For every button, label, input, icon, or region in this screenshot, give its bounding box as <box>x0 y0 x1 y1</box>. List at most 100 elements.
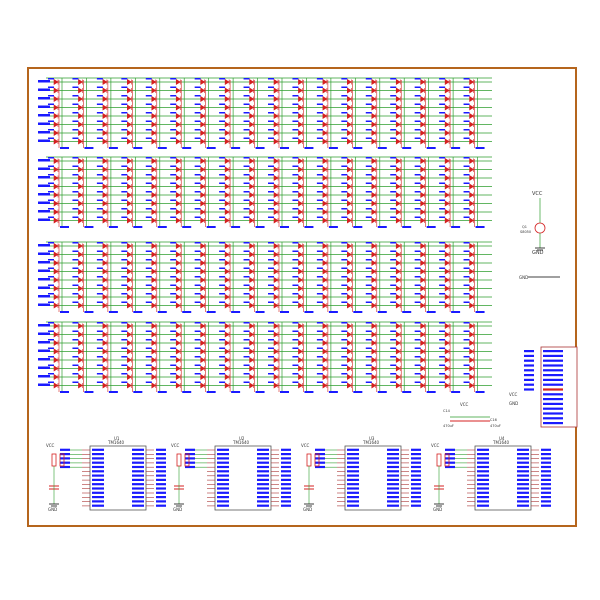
pin-label <box>347 491 359 494</box>
column-net-label <box>206 311 216 313</box>
pin-label <box>132 478 144 481</box>
led-ref-label <box>390 129 397 131</box>
led-ref-label <box>48 276 54 278</box>
led-ref-label <box>96 242 103 244</box>
led-icon <box>322 348 328 355</box>
led-icon <box>53 129 59 137</box>
led-ref-label <box>170 137 177 139</box>
led-ref-label <box>365 356 372 358</box>
led-icon <box>298 276 304 284</box>
led-icon <box>444 251 450 258</box>
row-net-label <box>38 375 50 378</box>
pin-label <box>217 461 229 464</box>
column-net-label <box>426 311 436 313</box>
led-ref-label <box>414 112 421 114</box>
pin-label <box>257 457 269 460</box>
led-icon <box>347 373 352 381</box>
row-net-label <box>38 295 50 298</box>
led-icon <box>151 191 157 199</box>
column-net-label <box>108 147 118 149</box>
led-ref-label <box>365 174 372 176</box>
led-icon <box>469 365 475 372</box>
led-icon <box>298 191 304 199</box>
led-ref-label <box>439 120 446 122</box>
led-ref-label <box>365 347 372 349</box>
row-net-label <box>38 122 50 125</box>
led-ref-label <box>365 191 372 193</box>
led-icon <box>175 121 181 128</box>
led-ref-label <box>48 182 54 184</box>
led-icon <box>395 322 401 330</box>
led-ref-label <box>121 129 128 131</box>
led-icon <box>444 191 450 199</box>
pin-label <box>217 487 229 490</box>
led-ref-label <box>414 78 421 80</box>
led-icon <box>249 78 255 86</box>
led-ref-label <box>48 174 54 176</box>
led-icon <box>200 166 206 173</box>
led-ref-label <box>463 267 470 269</box>
led-ref-label <box>194 242 201 244</box>
pin-label <box>132 496 144 499</box>
led-ref-label <box>268 284 274 286</box>
led-icon <box>420 251 426 258</box>
led-ref-label <box>194 112 201 114</box>
led-icon <box>151 322 157 330</box>
led-ref-label <box>243 347 250 349</box>
pin-label <box>257 465 269 469</box>
led-ref-label <box>145 330 152 332</box>
led-icon <box>102 356 108 364</box>
led-ref-label <box>121 242 128 244</box>
led-ref-label <box>194 381 201 383</box>
gnd-label: GND <box>173 507 182 512</box>
led-icon <box>224 138 230 145</box>
led-ref-label <box>268 364 274 366</box>
led-icon <box>249 251 255 258</box>
led-icon <box>151 302 157 309</box>
pin-label <box>347 457 359 460</box>
net-label <box>281 504 291 507</box>
led-icon <box>200 112 206 120</box>
led-ref-label <box>219 95 226 97</box>
net-label <box>445 461 455 464</box>
led-icon <box>322 339 328 347</box>
led-icon <box>102 87 108 94</box>
led-ref-label <box>145 250 152 252</box>
led-ref-label <box>292 78 299 80</box>
led-ref-label <box>72 267 79 269</box>
led-ref-label <box>463 208 470 210</box>
led-icon <box>298 166 304 173</box>
led-icon <box>53 78 59 86</box>
pin-label <box>517 457 529 460</box>
pin-label <box>347 478 359 481</box>
led-ref-label <box>243 267 250 269</box>
led-ref-label <box>390 199 397 201</box>
led-icon <box>347 302 352 309</box>
led-ref-label <box>341 129 348 131</box>
led-ref-label <box>316 347 323 349</box>
led-matrix-block <box>38 156 492 228</box>
led-ref-label <box>121 199 128 201</box>
led-icon <box>371 87 377 94</box>
led-icon <box>224 242 230 250</box>
led-ref-label <box>48 330 54 332</box>
led-ref-label <box>96 381 103 383</box>
led-ref-label <box>243 86 250 88</box>
net-label <box>281 487 291 490</box>
led-icon <box>420 331 426 338</box>
pin-label <box>543 422 563 425</box>
led-ref-label <box>439 259 446 261</box>
led-icon <box>469 191 475 199</box>
led-ref-label <box>390 242 397 244</box>
led-icon <box>444 217 450 224</box>
transistor-ref: Q1 <box>522 225 527 229</box>
led-ref-label <box>219 322 226 324</box>
led-icon <box>469 104 475 111</box>
led-ref-label <box>292 103 299 105</box>
led-ref-label <box>194 322 201 324</box>
row-net-label <box>38 97 50 100</box>
pin-label <box>257 487 269 490</box>
net-label <box>281 457 291 460</box>
led-icon <box>127 322 132 330</box>
led-icon <box>395 174 401 182</box>
